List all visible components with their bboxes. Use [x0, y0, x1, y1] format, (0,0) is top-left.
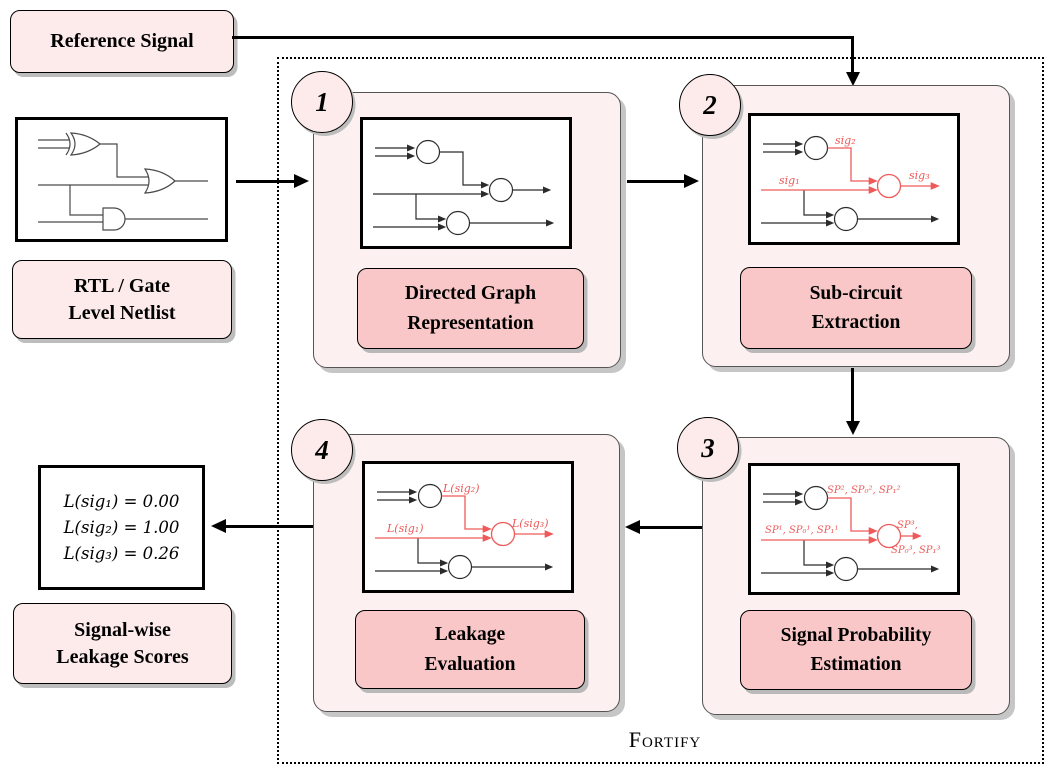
signal-wise-leakage-scores-box: Signal-wise Leakage Scores: [13, 603, 232, 684]
stage2-title-pill: Sub-circuit Extraction: [740, 267, 972, 349]
stage3-graph-thumbnail: SP², SP₀², SP₁² SP¹, SP₀¹, SP₁¹ SP³, SP₀…: [748, 463, 960, 595]
leakage-label-sig3: L(sig₃): [511, 517, 549, 530]
stage2-graph-thumbnail: sig₂ sig₁ sig₃: [748, 113, 960, 245]
probability-label-node3-line1: SP³,: [897, 520, 918, 531]
stage2-number: 2: [703, 89, 717, 120]
stage4-graph-thumbnail: L(sig₂) L(sig₁) L(sig₃): [362, 461, 574, 593]
stage2-number-badge: 2: [679, 74, 741, 136]
netlist-circuit-thumbnail: [15, 117, 228, 242]
stage1-number: 1: [315, 86, 329, 117]
rtl-netlist-label-line2: Level Netlist: [68, 301, 176, 324]
rtl-netlist-box: RTL / Gate Level Netlist: [12, 260, 232, 339]
scores-label-line2: Leakage Scores: [56, 645, 189, 668]
stage2-title-line1: Sub-circuit: [809, 282, 903, 304]
stage4-title-line2: Evaluation: [424, 653, 516, 675]
reference-signal-box: Reference Signal: [10, 10, 234, 73]
arrow-down-icon: [845, 72, 860, 86]
leakage-graph-icon: L(sig₂) L(sig₁) L(sig₃): [375, 482, 554, 580]
reference-signal-label: Reference Signal: [50, 30, 194, 52]
arrow-down-icon: [845, 421, 860, 435]
arrow-left-icon: [211, 519, 226, 533]
fortify-boundary-frame: [277, 57, 1044, 764]
leakage-score-sig1: L(sig₁) = 0.00: [63, 492, 180, 511]
stage2-title-line2: Extraction: [811, 312, 901, 333]
stage3-number: 3: [701, 432, 715, 463]
stage4-title-pill: Leakage Evaluation: [355, 610, 585, 689]
probability-label-node3-line2: SP₀³, SP₁³: [891, 545, 941, 556]
signal-label-sig3: sig₃: [909, 169, 930, 182]
subcircuit-graph-icon: sig₂ sig₁ sig₃: [761, 134, 940, 232]
leakage-score-sig3: L(sig₃) = 0.26: [63, 544, 180, 563]
stage1-title-line1: Directed Graph: [404, 283, 537, 305]
arrow-left-icon: [625, 520, 640, 534]
stage3-title-line2: Estimation: [810, 654, 902, 675]
rtl-netlist-label-line1: RTL / Gate: [74, 274, 170, 297]
stage1-number-badge: 1: [291, 71, 353, 133]
scores-label-line1: Signal-wise: [74, 618, 171, 641]
reference-connector-horizontal: [232, 36, 854, 39]
leakage-label-sig2: L(sig₂): [442, 482, 480, 495]
directed-graph-icon: [373, 139, 555, 236]
stage4-number: 4: [315, 434, 329, 465]
reference-connector-vertical: [851, 36, 854, 73]
arrow-stage4-to-scores-line: [226, 525, 313, 528]
signal-label-sig1: sig₁: [779, 174, 800, 187]
probability-label-node2: SP², SP₀², SP₁²: [827, 485, 901, 496]
arrow-stage3-to-stage4-line: [640, 526, 702, 529]
stage1-title-pill: Directed Graph Representation: [357, 268, 584, 349]
stage1-graph-thumbnail: [360, 117, 572, 249]
stage3-title-line1: Signal Probability: [780, 624, 932, 646]
gate-schematic-icon: [38, 132, 208, 231]
arrow-right-icon: [294, 174, 309, 188]
stage3-number-badge: 3: [677, 417, 739, 479]
leakage-scores-box: L(sig₁) = 0.00 L(sig₂) = 1.00 L(sig₃) = …: [38, 465, 205, 590]
probability-graph-icon: SP², SP₀², SP₁² SP¹, SP₀¹, SP₁¹ SP³, SP₀…: [761, 485, 941, 582]
leakage-label-sig1: L(sig₁): [386, 522, 424, 535]
signal-label-sig2: sig₂: [835, 134, 856, 147]
stage1-title-line2: Representation: [407, 312, 534, 334]
stage4-number-badge: 4: [291, 419, 353, 481]
leakage-score-sig2: L(sig₂) = 1.00: [63, 518, 180, 537]
framework-name: Fortify: [628, 727, 702, 752]
arrow-right-icon: [684, 174, 699, 188]
arrow-stage2-to-stage3-line: [851, 368, 854, 421]
stage3-title-pill: Signal Probability Estimation: [740, 610, 972, 690]
stage4-title-line1: Leakage: [434, 624, 506, 646]
arrow-stage1-to-stage2-line: [627, 180, 684, 183]
arrow-netlist-to-stage1-line: [236, 180, 294, 183]
probability-label-node1: SP¹, SP₀¹, SP₁¹: [765, 525, 839, 536]
